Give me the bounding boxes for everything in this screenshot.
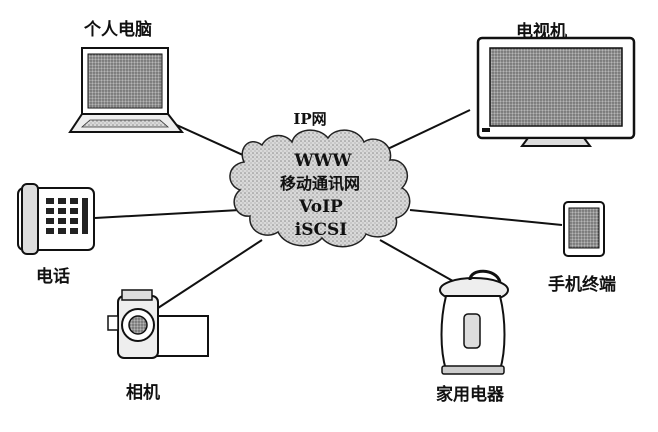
- label-pc: 个人电脑: [84, 20, 152, 40]
- network-line-mobile: 移动通讯网: [280, 174, 360, 193]
- mobile-phone-icon: [563, 201, 605, 257]
- network-line-voip: VoIP: [298, 197, 343, 217]
- link-phone: [94, 209, 241, 219]
- link-camera: [157, 239, 263, 309]
- network-line-iscsi: iSCSI: [295, 220, 348, 240]
- camera-icon: [107, 289, 209, 359]
- link-tv: [374, 109, 471, 156]
- link-mobile: [409, 209, 563, 226]
- label-camera: 相机: [126, 383, 160, 403]
- label-mobile: 手机终端: [548, 275, 616, 295]
- label-tv: 电视机: [516, 22, 567, 42]
- appliance-icon: [439, 269, 509, 375]
- tv-icon: [476, 36, 636, 147]
- link-appliance: [379, 239, 461, 286]
- label-phone: 电话: [36, 267, 70, 287]
- label-appliance: 家用电器: [436, 385, 504, 405]
- network-cloud: [229, 129, 411, 248]
- phone-icon: [17, 183, 95, 255]
- network-title: IP网: [293, 110, 326, 128]
- laptop-icon: [68, 47, 185, 133]
- network-line-www: WWW: [293, 151, 352, 171]
